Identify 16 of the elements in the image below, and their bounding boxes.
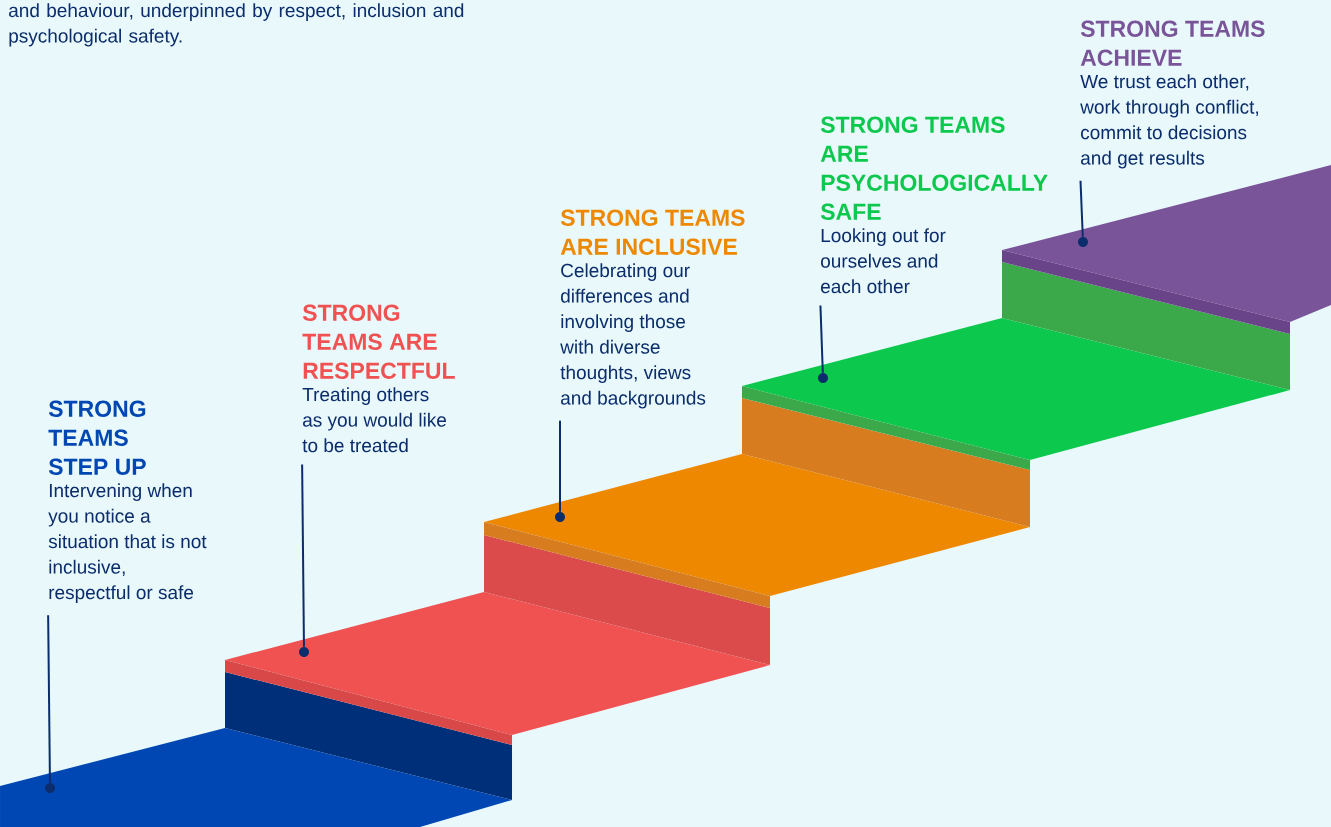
step-heading: STRONG TEAMS ARE PSYCHOLOGICALLY SAFE: [820, 116, 1048, 220]
step-heading: STRONG TEAMS STEP UP: [48, 400, 146, 475]
step-description: Looking out for ourselves and each other: [821, 228, 946, 294]
leader-line: [1079, 179, 1084, 238]
intro-text: and behaviour, underpinned by respect, inclusion and psychological safety.: [9, 3, 464, 47]
step-heading: STRONG TEAMS ARE RESPECTFUL: [302, 304, 455, 379]
leader-line: [819, 304, 824, 374]
step-heading: STRONG TEAMS ARE INCLUSIVE: [560, 209, 745, 255]
step-description: Treating others as you would like to be treated: [302, 387, 446, 453]
step-description: Celebrating our differences and involving those with diverse thoughts, views and backgrounds: [560, 263, 706, 409]
leader-line: [301, 463, 305, 648]
step-heading: STRONG TEAMS ACHIEVE: [1080, 20, 1265, 66]
step-description: We trust each other, work through conflict, commit to decisions and get results: [1080, 74, 1258, 169]
step-description: Intervening when you notice a situation that is not inclusive, respectful or safe: [48, 483, 207, 603]
leader-line: [47, 614, 51, 784]
leader-line: [559, 419, 561, 513]
